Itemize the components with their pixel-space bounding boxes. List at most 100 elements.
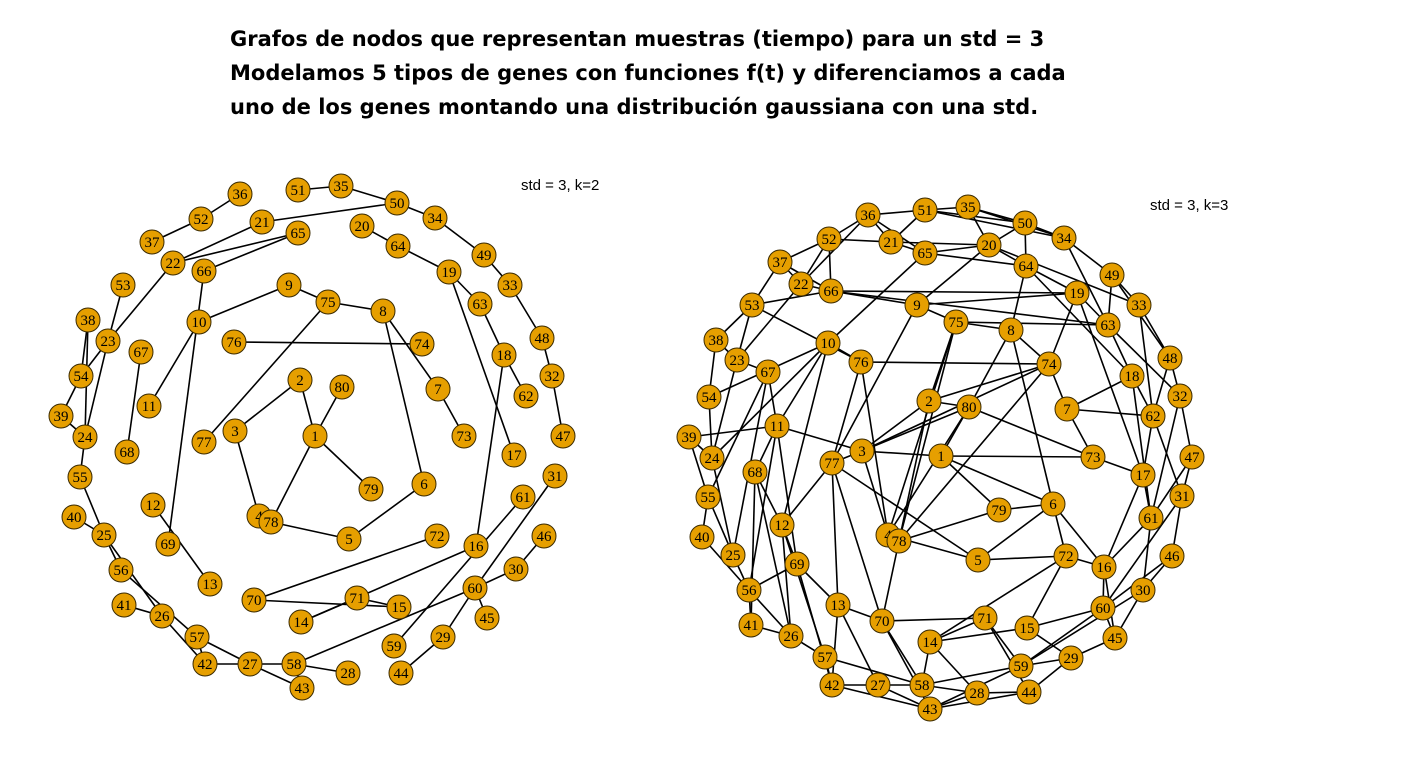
k2-node-circle-77 <box>191 429 217 455</box>
k3-edge-21-20 <box>890 241 990 246</box>
k2-node-label-2: 2 <box>296 373 304 389</box>
k3-node-28: 28 <box>964 680 990 706</box>
k3-node-circle-41 <box>738 612 764 638</box>
k3-edge-33-62 <box>1138 304 1154 417</box>
k3-edge-30-59 <box>1020 589 1144 667</box>
k2-node-label-22: 22 <box>166 256 181 272</box>
k2-node-64: 64 <box>385 233 411 259</box>
k3-node-circle-54 <box>696 384 722 410</box>
k2-node-3: 3 <box>222 418 248 444</box>
k3-node-70: 70 <box>869 608 895 634</box>
k3-node-label-73: 73 <box>1086 450 1101 466</box>
k3-node-circle-67 <box>755 359 781 385</box>
k3-node-51: 51 <box>912 197 938 223</box>
k2-node-circle-79 <box>358 476 384 502</box>
k3-node-79: 79 <box>986 497 1012 523</box>
k3-node-39: 39 <box>676 424 702 450</box>
k2-node-label-35: 35 <box>334 179 349 195</box>
k3-node-label-13: 13 <box>831 598 846 614</box>
k3-node-label-9: 9 <box>913 298 921 314</box>
k3-node-label-8: 8 <box>1007 323 1015 339</box>
k2-edge-65-66 <box>203 232 299 272</box>
k2-edge-10-11 <box>148 321 200 407</box>
k2-node-label-6: 6 <box>420 477 428 493</box>
k3-node-circle-48 <box>1157 345 1183 371</box>
k2-node-label-39: 39 <box>54 409 69 425</box>
k3-node-23: 23 <box>724 347 750 373</box>
k2-node-60: 60 <box>462 575 488 601</box>
k3-edge-2-3 <box>861 400 930 452</box>
k3-node-circle-17 <box>1130 462 1156 488</box>
k2-node-circle-40 <box>61 504 87 530</box>
k2-node-label-71: 71 <box>350 591 365 607</box>
k2-node-65: 65 <box>285 220 311 246</box>
k2-node-circle-71 <box>344 585 370 611</box>
k3-node-circle-57 <box>812 644 838 670</box>
k2-node-label-56: 56 <box>114 563 130 579</box>
k2-node-42: 42 <box>192 651 218 677</box>
k3-edge-3-80 <box>861 406 970 452</box>
k2-edge-61-59 <box>393 496 524 647</box>
k3-node-label-22: 22 <box>794 277 809 293</box>
k2-node-circle-8 <box>370 298 396 324</box>
k3-node-label-14: 14 <box>923 635 939 651</box>
k2-node-label-12: 12 <box>146 498 161 514</box>
k3-node-circle-53 <box>739 292 765 318</box>
k3-edge-12-57 <box>781 524 826 658</box>
k2-node-label-31: 31 <box>548 469 563 485</box>
k3-node-circle-72 <box>1053 543 1079 569</box>
k3-node-71: 71 <box>972 605 998 631</box>
k2-node-circle-22 <box>160 250 186 276</box>
k2-node-circle-60 <box>462 575 488 601</box>
k3-edge-13-27 <box>837 604 879 686</box>
k3-node-circle-1 <box>928 443 954 469</box>
k2-node-label-18: 18 <box>497 348 512 364</box>
k3-node-circle-76 <box>848 349 874 375</box>
k3-edge-3-11 <box>776 425 863 452</box>
k3-node-43: 43 <box>917 696 943 722</box>
k2-node-39: 39 <box>48 403 74 429</box>
k2-node-circle-32 <box>539 363 565 389</box>
k3-node-label-62: 62 <box>1146 409 1161 425</box>
k2-node-circle-25 <box>91 522 117 548</box>
k2-node-circle-69 <box>155 531 181 557</box>
k2-node-51: 51 <box>285 177 311 203</box>
k2-node-circle-27 <box>237 651 263 677</box>
k3-node-77: 77 <box>819 450 845 476</box>
k3-node-circle-33 <box>1126 292 1152 318</box>
k2-node-40: 40 <box>61 504 87 530</box>
k3-node-label-77: 77 <box>825 456 841 472</box>
k3-node-52: 52 <box>816 226 842 252</box>
k2-node-circle-75 <box>315 289 341 315</box>
k2-node-66: 66 <box>191 258 217 284</box>
k3-node-1: 1 <box>928 443 954 469</box>
k3-node-label-49: 49 <box>1105 268 1120 284</box>
k3-edge-62-31 <box>1152 415 1183 497</box>
k2-node-label-20: 20 <box>355 219 370 235</box>
k3-node-label-18: 18 <box>1125 369 1140 385</box>
k2-node-circle-74 <box>409 331 435 357</box>
k3-node-circle-69 <box>784 551 810 577</box>
k2-node-circle-67 <box>128 339 154 365</box>
k2-node-circle-37 <box>139 229 165 255</box>
k2-node-37: 37 <box>139 229 165 255</box>
k2-node-circle-7 <box>425 376 451 402</box>
k2-node-label-68: 68 <box>120 445 135 461</box>
k3-node-label-43: 43 <box>923 702 938 718</box>
k2-edge-76-74 <box>233 341 423 345</box>
k3-edge-24-25 <box>711 457 734 556</box>
k2-node-32: 32 <box>539 363 565 389</box>
k3-node-label-65: 65 <box>918 246 933 262</box>
k2-edge-1-78 <box>270 435 316 523</box>
k2-node-circle-65 <box>285 220 311 246</box>
k2-edge-19-17 <box>448 271 515 456</box>
k2-node-label-16: 16 <box>469 539 485 555</box>
k2-node-label-46: 46 <box>537 529 553 545</box>
k3-node-circle-12 <box>769 512 795 538</box>
k3-node-label-36: 36 <box>861 208 877 224</box>
k2-node-circle-5 <box>336 526 362 552</box>
k3-nodes: 1234567891011121314151617181920212223242… <box>676 194 1205 722</box>
k2-node-17: 17 <box>501 442 527 468</box>
k2-node-80: 80 <box>329 374 355 400</box>
k2-node-circle-41 <box>111 592 137 618</box>
